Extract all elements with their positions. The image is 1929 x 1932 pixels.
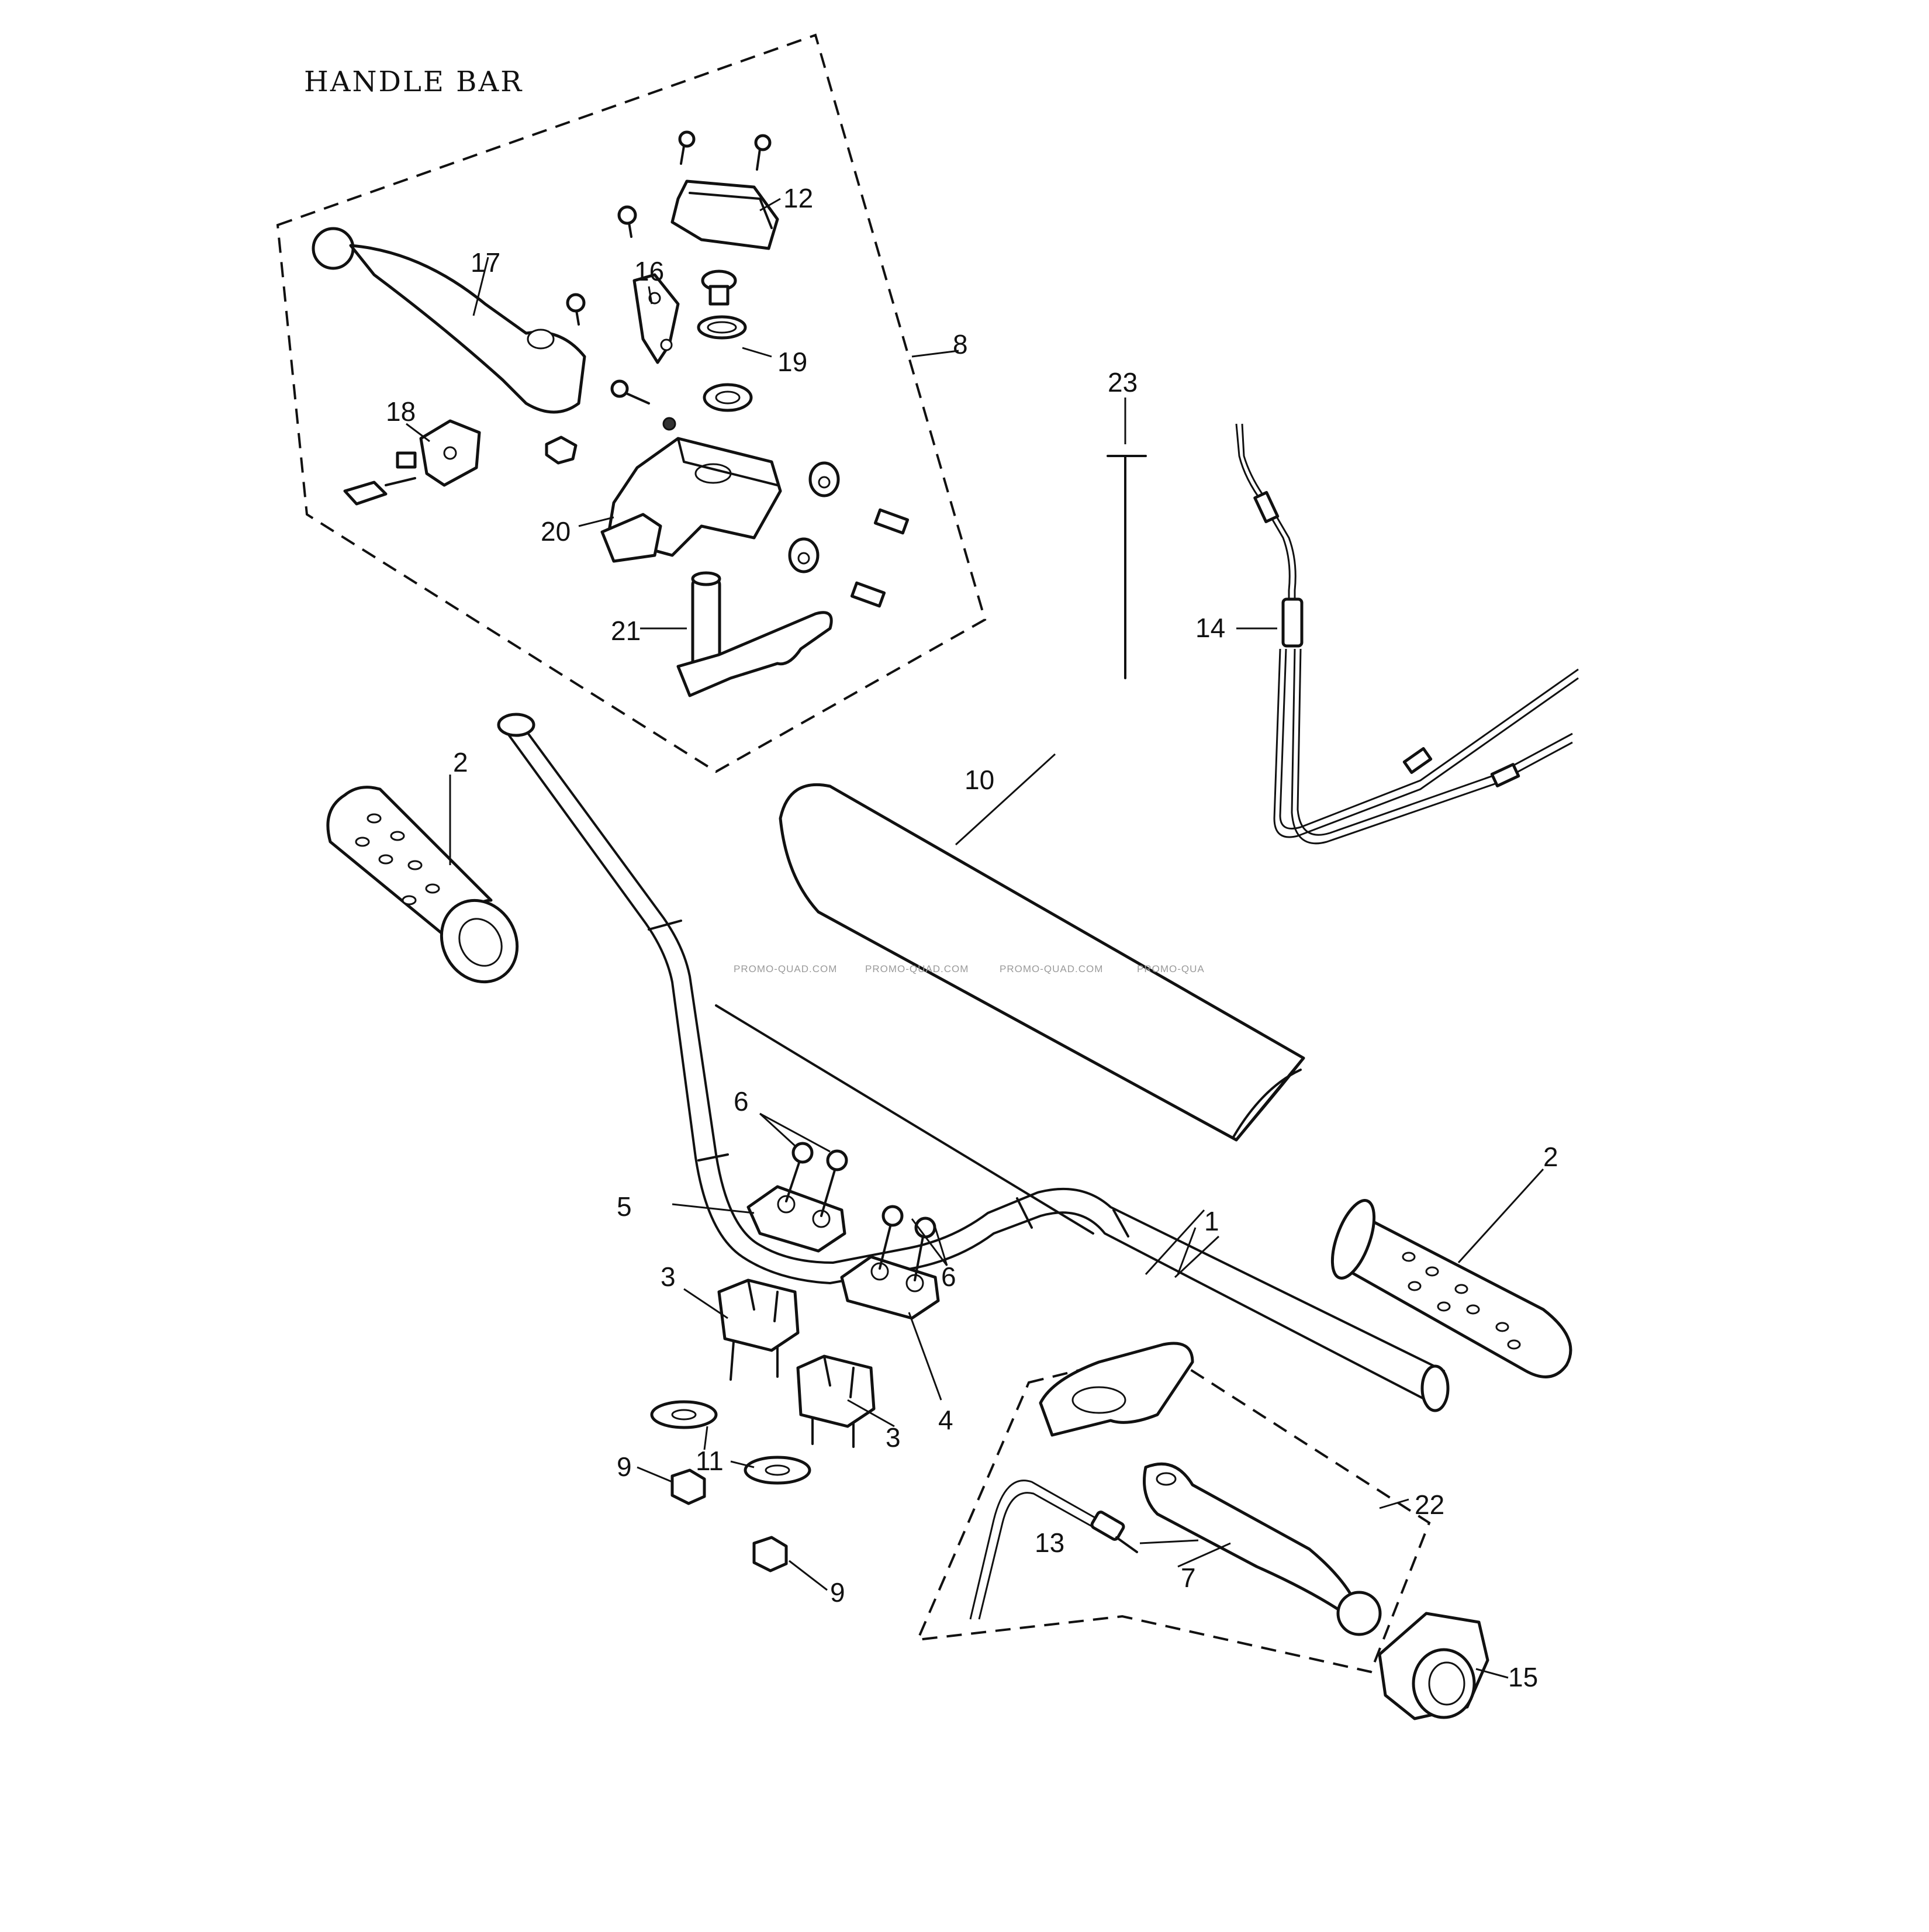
upper-clamp-right [840,1255,940,1320]
handlebar-holder-left [717,1278,800,1381]
watermark: PROMO-QUA [1137,963,1205,974]
handlebar-pad [779,783,1305,1142]
callout-9: 9 [617,1451,632,1482]
callout-18: 18 [386,396,416,427]
callout-8: 8 [953,329,968,360]
watermark: PROMO-QUAD.COM [865,963,969,974]
brake-pipe [676,571,833,697]
diaphragm [697,269,753,412]
master-cylinder-body [600,437,782,563]
bleeder-and-fittings [788,461,910,608]
callout-19: 19 [777,347,807,377]
brake-lever [312,227,586,414]
callout-3: 3 [661,1261,676,1292]
callout-12: 12 [783,183,813,213]
brake-master-cylinder-assembly-outline [276,33,987,773]
switch-assembly [343,419,481,506]
watermark: PROMO-QUAD.COM [1000,963,1104,974]
callout-2: 2 [1543,1142,1558,1172]
callout-23: 23 [1108,367,1138,398]
callout-9: 9 [830,1577,845,1608]
callout-6: 6 [941,1261,956,1292]
upper-clamp-left [746,1185,846,1253]
callout-13: 13 [1035,1527,1064,1558]
callout-17: 17 [471,247,500,278]
callout-5: 5 [617,1191,632,1222]
callout-21: 21 [611,616,641,646]
callout-6: 6 [734,1086,749,1117]
callout-2: 2 [453,747,468,777]
screw [545,130,772,465]
callout-3: 3 [886,1422,901,1453]
diagram-title: HANDLE BAR [304,65,524,98]
lever-bracket [1039,1342,1194,1437]
callout-4: 4 [938,1405,953,1435]
watermark: PROMO-QUAD.COM [734,963,838,974]
callout-1: 1 [1204,1206,1219,1236]
callout-15: 15 [1508,1662,1538,1692]
right-grip [1330,1199,1572,1378]
clutch-lever [1143,1462,1382,1636]
left-grip [326,786,519,984]
callout-22: 22 [1415,1489,1444,1520]
callout-20: 20 [541,516,571,547]
callout-11: 11 [696,1446,724,1476]
callouts: 1 2 2 3 3 4 5 6 6 7 8 9 9 10 11 12 13 14… [386,183,1558,1692]
callout-16: 16 [634,256,664,286]
callout-14: 14 [1195,613,1225,643]
diaphragm-plate [632,273,680,364]
reservoir-cover [670,179,779,250]
throttle-cable [1235,423,1579,845]
bolt [785,1142,936,1281]
callout-7: 7 [1181,1563,1196,1593]
handlebar-holder-right [796,1354,876,1448]
callout-10: 10 [965,765,994,795]
leader-lines [406,198,1544,1679]
clutch-switch-wire [969,1480,1138,1620]
handlebar [497,713,1450,1412]
grip-end [1378,1612,1489,1720]
washer [650,1400,811,1485]
rod [1107,455,1147,679]
nut [670,1468,788,1572]
